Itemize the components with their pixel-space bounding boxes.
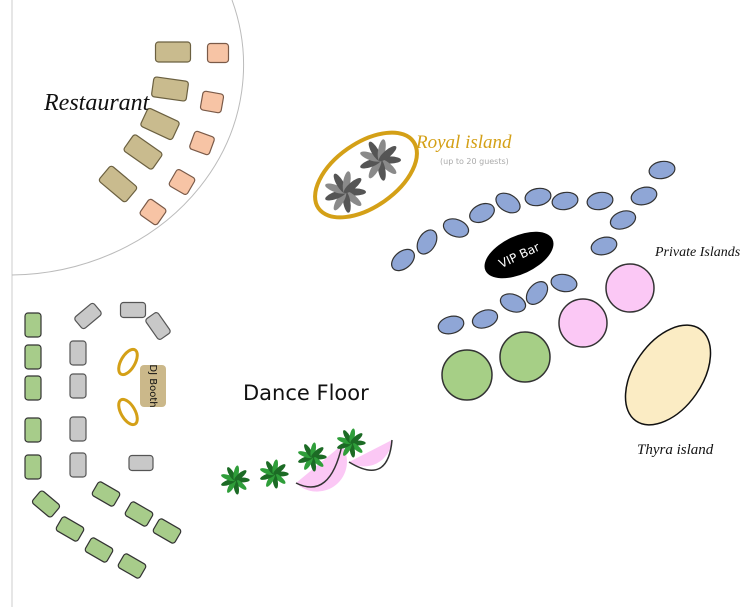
thyra-island[interactable] [608, 310, 728, 441]
grey-plants [325, 139, 401, 213]
dj-booth-label: DJ Booth [147, 364, 158, 407]
green-tables [24, 312, 182, 579]
dj-booth[interactable] [140, 365, 166, 407]
palm-plant-icon [298, 442, 327, 472]
grey-table[interactable] [69, 416, 87, 442]
green-table[interactable] [124, 501, 154, 527]
royal-island-capacity: (up to 20 guests) [440, 157, 509, 166]
blue-seat[interactable] [550, 272, 579, 293]
blue-seat[interactable] [629, 184, 659, 207]
restaurant-small-table[interactable] [206, 42, 230, 64]
green-table[interactable] [84, 537, 114, 563]
grey-table[interactable] [74, 302, 103, 330]
blue-seat[interactable] [524, 186, 553, 207]
green-table[interactable] [31, 490, 61, 518]
blue-seat[interactable] [522, 278, 552, 309]
green-table[interactable] [152, 518, 182, 544]
grey-table[interactable] [69, 373, 87, 399]
blue-seats [388, 159, 677, 336]
pink-half-island-edge [348, 439, 393, 471]
blue-seat[interactable] [589, 234, 619, 257]
pink-half-island[interactable] [349, 440, 392, 467]
thyra-island-label: Thyra island [637, 442, 714, 458]
pink-half-island-edge [295, 444, 343, 488]
private-islands-label: Private Islands [654, 245, 741, 260]
grey-table[interactable] [128, 454, 154, 472]
blue-seat[interactable] [441, 216, 471, 241]
restaurant-small-table[interactable] [139, 198, 167, 226]
restaurant-table[interactable] [151, 76, 189, 102]
restaurant-boundary [11, 0, 245, 276]
green-table[interactable] [24, 417, 42, 443]
vip-bar[interactable] [477, 222, 560, 288]
blue-seat[interactable] [498, 291, 528, 316]
blue-seat[interactable] [608, 208, 638, 233]
grey-table[interactable] [69, 340, 87, 366]
blue-seat[interactable] [492, 189, 523, 217]
palm-plant-icon [360, 139, 401, 181]
pink-private-island[interactable] [605, 263, 655, 313]
green-table[interactable] [24, 454, 42, 480]
grey-table[interactable] [69, 452, 87, 478]
green-table[interactable] [91, 481, 121, 507]
dj-speaker-ring [117, 397, 139, 427]
green-table[interactable] [55, 516, 85, 542]
restaurant-table[interactable] [154, 41, 192, 63]
grey-tables [69, 301, 172, 478]
palm-plant-icon [325, 171, 366, 213]
restaurant-small-table[interactable] [189, 130, 215, 156]
blue-seat[interactable] [467, 200, 498, 226]
green-table[interactable] [117, 553, 147, 579]
restaurant-table[interactable] [98, 165, 138, 203]
green-private-island[interactable] [441, 349, 493, 401]
palm-plant-icon [260, 459, 289, 489]
blue-seat[interactable] [436, 313, 466, 336]
restaurant-label: Restaurant [43, 90, 151, 116]
restaurant-tables [98, 41, 230, 226]
blue-seat[interactable] [388, 245, 419, 275]
restaurant-table[interactable] [123, 134, 163, 170]
pink-private-island[interactable] [558, 298, 608, 348]
restaurant-small-table[interactable] [168, 169, 196, 196]
dj-speaker-ring [117, 347, 139, 377]
royal-island[interactable] [300, 116, 432, 235]
green-private-island[interactable] [499, 331, 551, 383]
green-table[interactable] [24, 344, 42, 370]
blue-seat[interactable] [648, 159, 677, 180]
blue-seat[interactable] [470, 307, 500, 332]
grey-table[interactable] [145, 311, 172, 340]
green-plants [221, 428, 366, 495]
blue-seat[interactable] [413, 226, 441, 257]
palm-plant-icon [221, 465, 250, 495]
pink-half-island[interactable] [296, 445, 347, 492]
blue-seat[interactable] [586, 190, 615, 211]
restaurant-table[interactable] [140, 107, 180, 141]
blue-seat[interactable] [551, 190, 580, 211]
restaurant-small-table[interactable] [199, 90, 225, 114]
royal-island-label: Royal island [415, 132, 512, 153]
palm-plant-icon [337, 428, 366, 458]
dance-floor-label: Dance Floor [243, 381, 369, 405]
green-table[interactable] [24, 312, 42, 338]
green-table[interactable] [24, 375, 42, 401]
grey-table[interactable] [119, 301, 147, 319]
